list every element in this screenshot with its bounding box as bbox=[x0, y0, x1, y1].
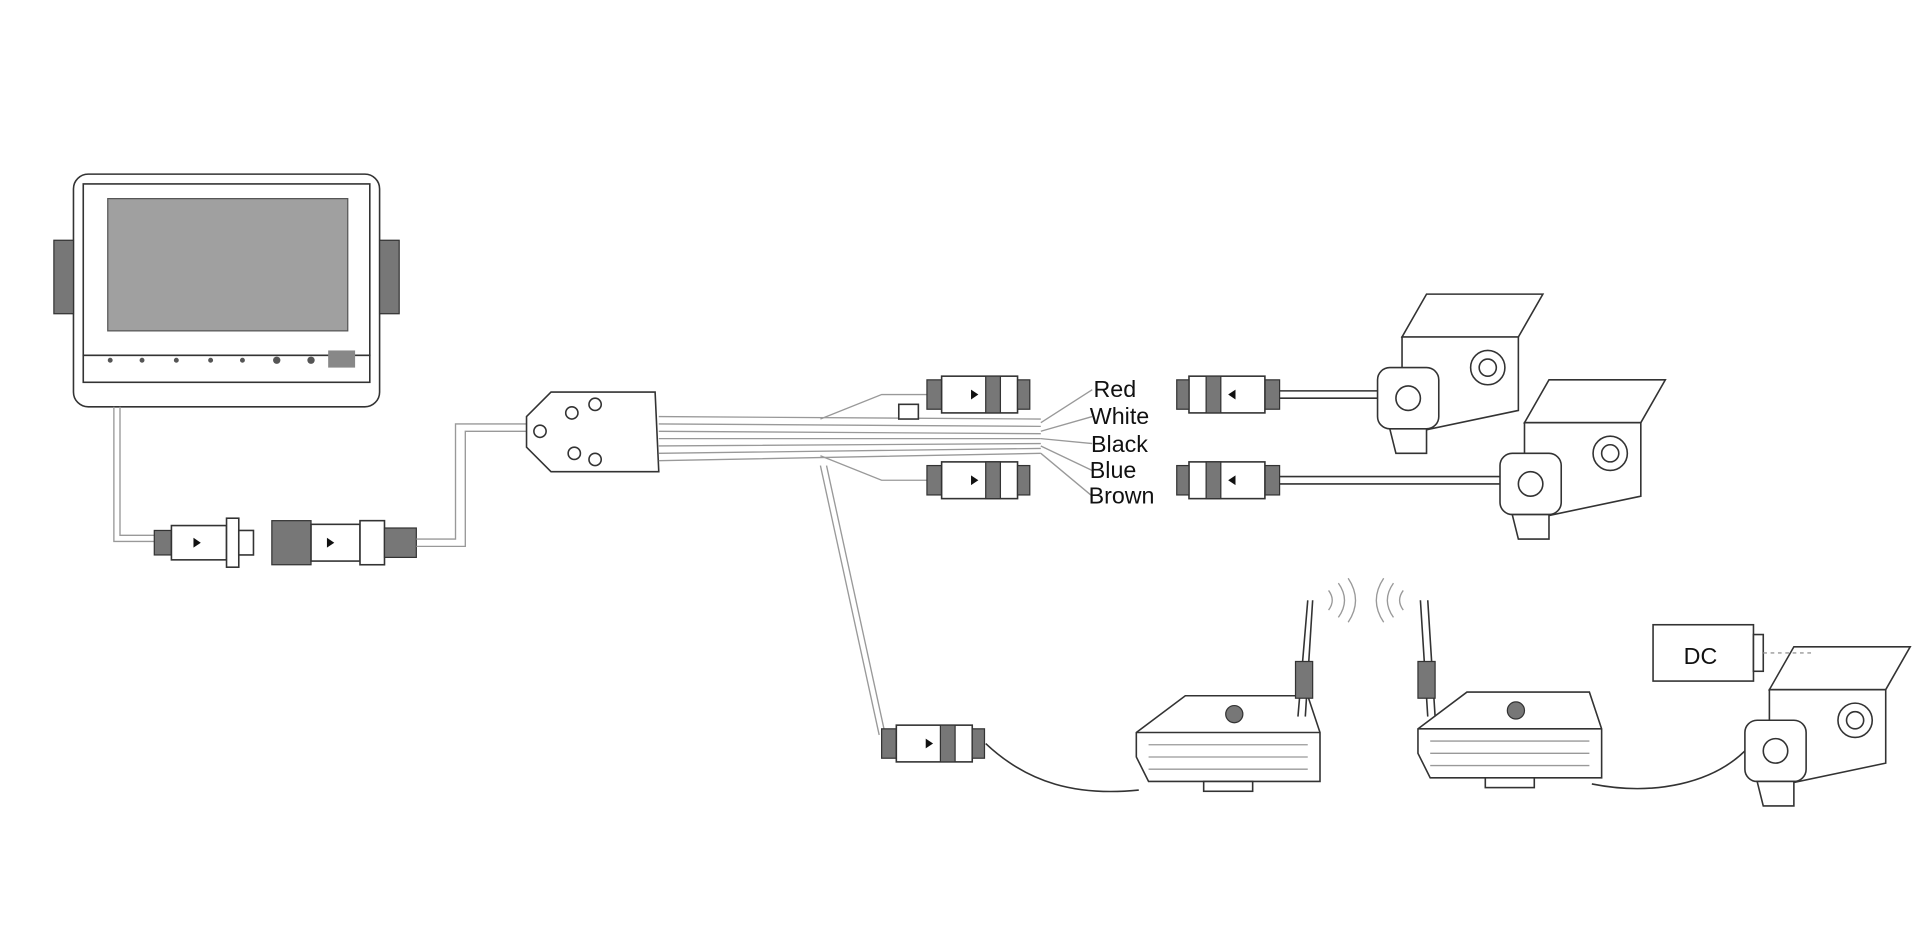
splitter-box bbox=[525, 391, 660, 473]
wire-label-blue: Blue bbox=[1090, 457, 1137, 483]
wire-label-black: Black bbox=[1091, 431, 1148, 457]
wire-bundle bbox=[658, 389, 1093, 736]
wireless-transmitter bbox=[1417, 691, 1603, 789]
monitor-connector bbox=[153, 517, 255, 568]
camera-1 bbox=[1376, 293, 1544, 455]
wire-label-white: White bbox=[1090, 403, 1149, 429]
camera1-plug bbox=[1175, 375, 1281, 414]
monitor-knob-left bbox=[53, 239, 75, 315]
wire-labels: Red White Black Blue Brown bbox=[1089, 376, 1155, 509]
dc-power-box: DC bbox=[1652, 623, 1813, 682]
camera2-input-connector bbox=[926, 461, 1031, 500]
extension-connector bbox=[271, 519, 417, 566]
wire-label-brown: Brown bbox=[1089, 483, 1155, 509]
camera-3 bbox=[1744, 645, 1912, 807]
monitor-knob-right bbox=[378, 239, 400, 315]
wireless-receiver bbox=[1135, 694, 1321, 793]
wire-label-red: Red bbox=[1093, 376, 1136, 402]
camera1-input-connector bbox=[926, 375, 1031, 414]
monitor bbox=[53, 173, 400, 408]
camera-2 bbox=[1499, 379, 1667, 540]
monitor-screen bbox=[107, 198, 349, 332]
wireless-input-connector bbox=[880, 724, 986, 763]
transmitter-antenna bbox=[1419, 600, 1436, 717]
camera2-plug bbox=[1175, 461, 1281, 500]
dc-label: DC bbox=[1684, 643, 1718, 669]
signal-waves-icon bbox=[1328, 577, 1404, 623]
monitor-buttons bbox=[107, 350, 356, 368]
